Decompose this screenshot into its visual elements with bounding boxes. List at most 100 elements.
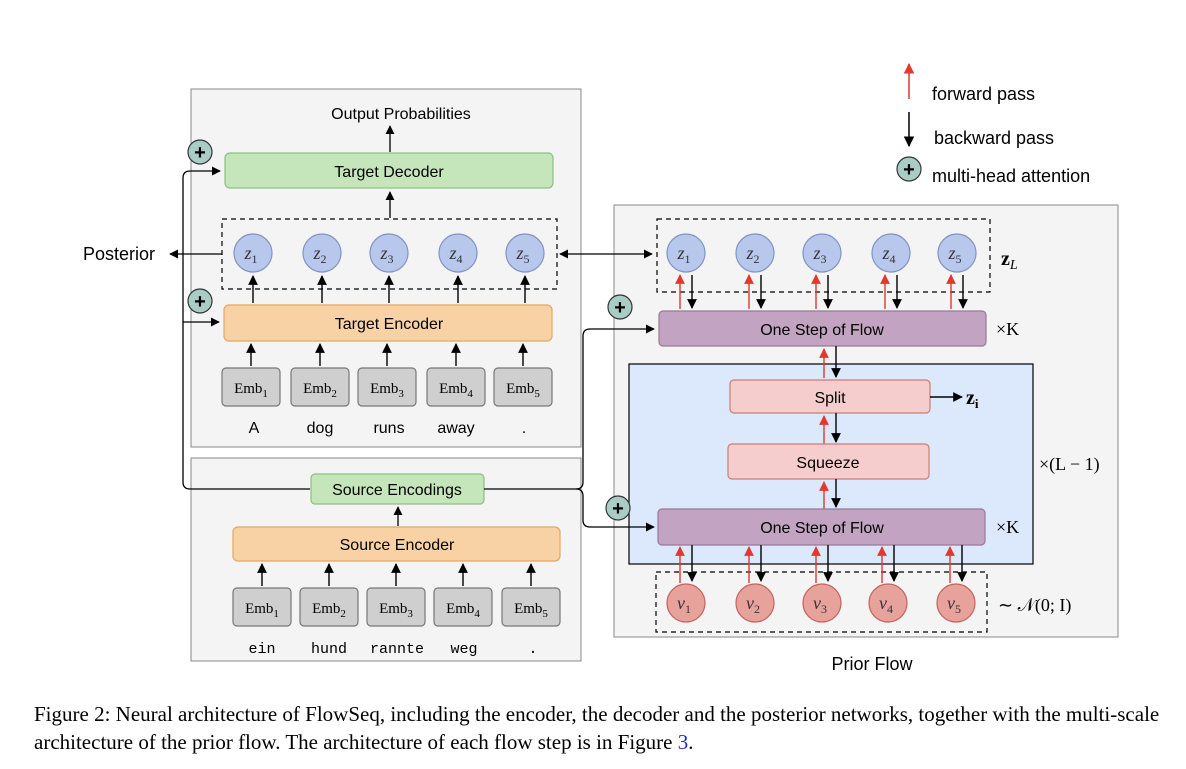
- squeeze-box: [727, 443, 930, 480]
- target-z1-circle: z1: [233, 233, 273, 273]
- prior-z1-circle: z1: [666, 233, 706, 273]
- source-word-1: ein: [248, 641, 275, 658]
- svg-text:z1: z1: [243, 243, 257, 266]
- svg-text:z3: z3: [812, 243, 826, 266]
- target-z-circles: z1 z2 z3 z4 z5: [233, 233, 545, 303]
- svg-text:+: +: [194, 142, 206, 164]
- source-word-3: rannte: [370, 641, 424, 658]
- target-decoder-label: Target Decoder: [334, 164, 444, 181]
- target-z2-circle: z2: [302, 233, 342, 273]
- svg-text:Emb5: Emb5: [506, 381, 540, 400]
- svg-text:Emb4: Emb4: [446, 601, 480, 620]
- svg-text:z1: z1: [676, 243, 690, 266]
- target-emb3-box: Emb3: [357, 367, 417, 407]
- output-probabilities-label: Output Probabilities: [331, 106, 471, 123]
- svg-text:Emb1: Emb1: [245, 601, 279, 620]
- target-decoder: [224, 152, 554, 189]
- source-word-5: .: [528, 641, 537, 658]
- flow-step-bottom: [657, 508, 986, 546]
- source-emb2-box: Emb2: [299, 587, 359, 627]
- svg-text:+: +: [612, 498, 624, 520]
- svg-text:z4: z4: [881, 243, 895, 266]
- flow-step-top: [658, 310, 987, 347]
- svg-text:+: +: [194, 291, 206, 313]
- figure-ref-link[interactable]: 3: [677, 730, 689, 754]
- target-emb5-box: Emb5: [493, 367, 553, 407]
- svg-text:z4: z4: [448, 243, 462, 266]
- svg-text:v3: v3: [813, 593, 827, 616]
- svg-text:Emb5: Emb5: [514, 601, 548, 620]
- target-z4-circle: z4: [438, 233, 478, 273]
- prior-v4-circle: v4: [868, 583, 908, 623]
- target-emb2-box: Emb2: [290, 367, 350, 407]
- prior-z5-circle: z5: [937, 233, 977, 273]
- split-label: Split: [814, 390, 846, 407]
- target-emb4-box: Emb4: [426, 367, 486, 407]
- figure-caption: Figure 2: Neural architecture of FlowSeq…: [34, 700, 1164, 756]
- times-k-top: ×K: [996, 319, 1019, 339]
- svg-text:v2: v2: [746, 593, 760, 616]
- target-word-2: dog: [307, 420, 334, 437]
- svg-text:Emb2: Emb2: [312, 601, 346, 620]
- source-word-4: weg: [450, 641, 477, 658]
- target-encoder: [223, 304, 553, 342]
- source-encoder: [232, 526, 561, 562]
- legend-backward: backward pass: [934, 128, 1054, 148]
- squeeze-label: Squeeze: [796, 455, 859, 472]
- svg-text:z2: z2: [312, 243, 326, 266]
- prior-z4-circle: z4: [871, 233, 911, 273]
- prior-z-circles: z1 z2 z3 z4 z5: [666, 233, 977, 309]
- target-word-1: A: [249, 420, 260, 437]
- caption-end: .: [688, 730, 694, 754]
- times-k-bottom: ×K: [996, 517, 1019, 537]
- normal-distribution-label: ∼ 𝒩(0; I): [998, 595, 1071, 616]
- prior-attention-icon-top: +: [607, 294, 633, 320]
- prior-v2-circle: v2: [735, 583, 775, 623]
- legend-forward: forward pass: [932, 84, 1035, 104]
- svg-text:Emb3: Emb3: [379, 601, 413, 620]
- svg-text:+: +: [614, 297, 626, 319]
- svg-text:z2: z2: [745, 243, 759, 266]
- target-word-5: .: [522, 420, 526, 437]
- prior-flow-title: Prior Flow: [831, 654, 913, 674]
- source-encodings-label: Source Encodings: [332, 482, 462, 499]
- prior-attention-icon-bottom: +: [605, 495, 631, 521]
- target-emb1-box: Emb1: [221, 367, 281, 407]
- prior-v3-circle: v3: [802, 583, 842, 623]
- svg-text:Emb3: Emb3: [370, 381, 404, 400]
- prior-v5-circle: v5: [936, 583, 976, 623]
- z-l-label: zL: [1001, 248, 1018, 273]
- target-z5-circle: z5: [505, 233, 545, 273]
- source-emb5-box: Emb5: [501, 587, 561, 627]
- times-l-label: ×(L − 1): [1039, 454, 1100, 475]
- target-embeddings: Emb1 Emb2 Emb3 Emb4 Emb5: [221, 343, 553, 407]
- target-word-4: away: [437, 420, 474, 437]
- decoder-attention-icon: +: [187, 139, 213, 165]
- svg-text:z5: z5: [947, 243, 961, 266]
- prior-v1-circle: v1: [666, 583, 706, 623]
- svg-text:+: +: [903, 159, 915, 181]
- legend-attention: multi-head attention: [932, 166, 1090, 186]
- source-emb4-box: Emb4: [433, 587, 493, 627]
- flow-step-top-label: One Step of Flow: [760, 322, 884, 339]
- caption-text: Figure 2: Neural architecture of FlowSeq…: [34, 702, 1160, 754]
- svg-text:v4: v4: [879, 593, 893, 616]
- encoder-attention-icon: +: [187, 288, 213, 314]
- svg-text:Emb2: Emb2: [303, 381, 337, 400]
- prior-z3-circle: z3: [802, 233, 842, 273]
- flow-step-bottom-label: One Step of Flow: [760, 520, 884, 537]
- source-emb3-box: Emb3: [366, 587, 426, 627]
- prior-v-circles: v1 v2 v3 v4 v5: [666, 545, 976, 623]
- target-encoder-label: Target Encoder: [335, 316, 444, 333]
- svg-text:z3: z3: [379, 243, 393, 266]
- svg-text:Emb4: Emb4: [439, 381, 473, 400]
- prior-z2-circle: z2: [735, 233, 775, 273]
- svg-text:z5: z5: [515, 243, 529, 266]
- z-i-label: zi: [966, 387, 979, 411]
- attention-legend-icon: +: [896, 156, 922, 182]
- prior-noise-group: [655, 571, 988, 633]
- svg-text:v1: v1: [677, 593, 691, 616]
